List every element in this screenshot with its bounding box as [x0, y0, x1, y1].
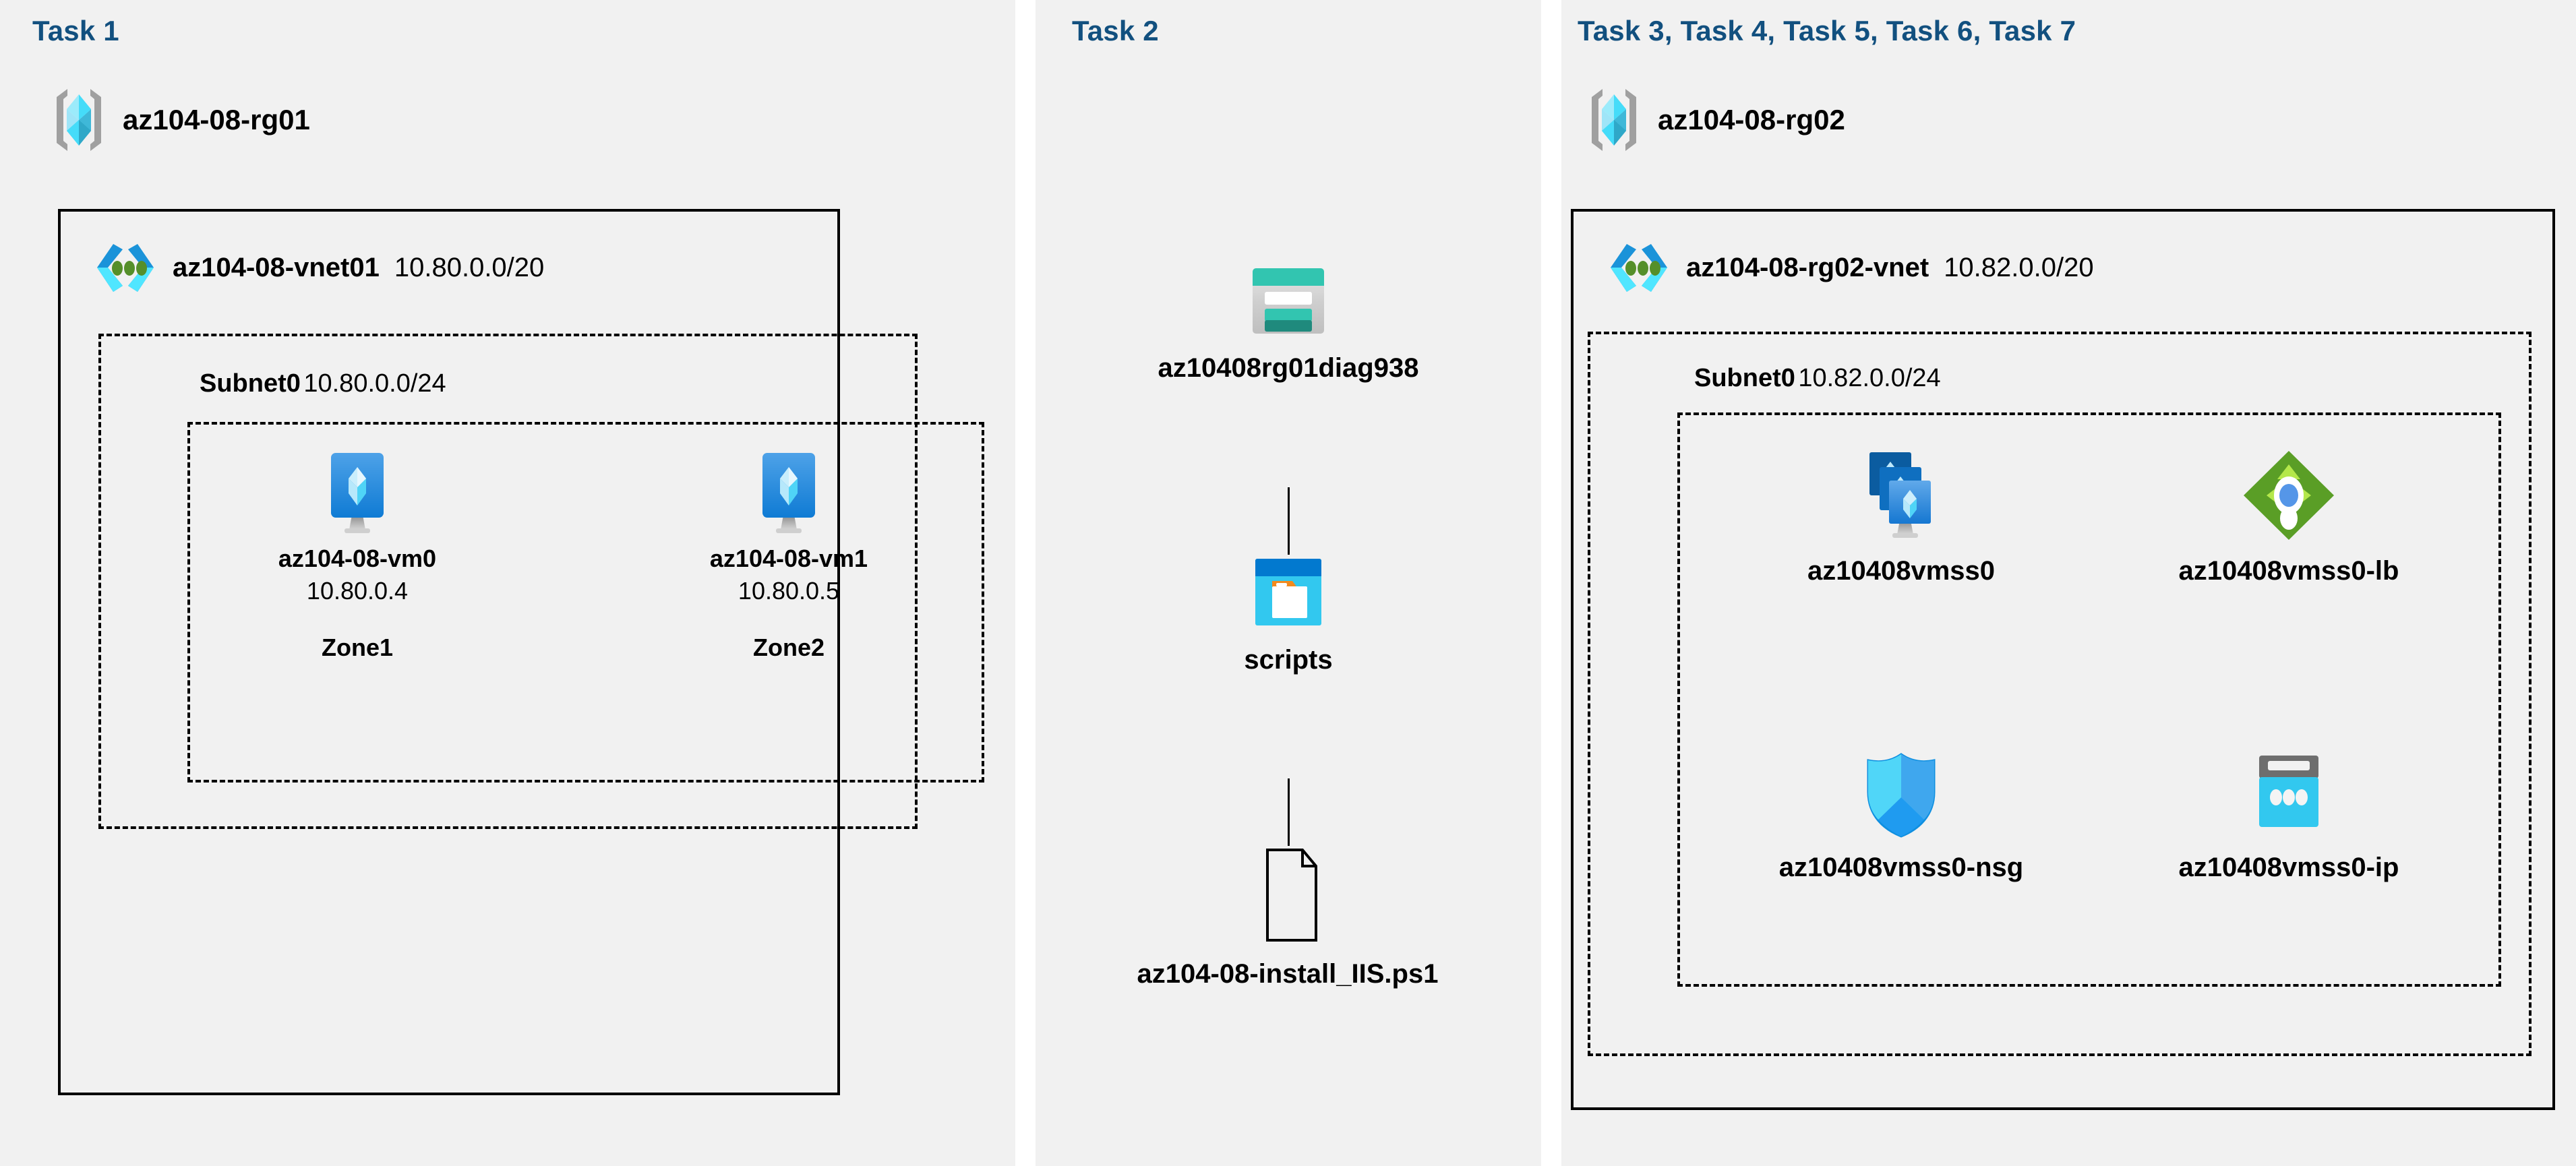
storage-account-icon: [1247, 263, 1330, 338]
task1-vnet-name: az104-08-vnet01: [173, 252, 380, 282]
task1-vm-group-box: [187, 422, 984, 783]
task3-7-subnet-header: Subnet0 10.82.0.0/24: [1694, 364, 1941, 393]
network-security-group-icon: [1859, 751, 1944, 839]
task3-7-resource-group: az104-08-rg02: [1588, 86, 1845, 154]
virtual-network-icon: [93, 241, 158, 294]
task1-subnet-box: [98, 334, 918, 829]
vm-node-0-ip: 10.80.0.4: [306, 577, 409, 605]
task1-subnet-cidr: 10.80.0.0/24: [303, 369, 446, 398]
resource-group-icon: [1588, 86, 1640, 154]
task1-resource-group: az104-08-rg01: [53, 86, 310, 154]
task1-vnet-box: [58, 209, 840, 1095]
task3-7-subnet-box: [1588, 332, 2532, 1056]
task1-subnet-header: Subnet0 10.80.0.0/24: [200, 369, 446, 398]
resource-group-icon: [53, 86, 105, 154]
task1-vnet-cidr: 10.80.0.0/20: [394, 252, 545, 282]
vmss-node: az10408vmss0: [1760, 448, 2043, 586]
vmss-node-label: az10408vmss0: [1807, 556, 1996, 586]
load-balancer-icon: [2240, 448, 2338, 543]
blob-container-icon: [1247, 555, 1330, 630]
task1-vnet-header: az104-08-vnet01 10.80.0.0/20: [93, 241, 544, 294]
vm-node-1: az104-08-vm1 10.80.0.5 Zone2: [681, 450, 897, 662]
vm-node-0-name: az104-08-vm0: [278, 545, 437, 572]
virtual-machine-icon: [316, 450, 398, 535]
load-balancer-node: az10408vmss0-lb: [2140, 448, 2437, 586]
vm-node-1-ip: 10.80.0.5: [738, 577, 840, 605]
task3-7-vnet-box: [1571, 209, 2555, 1110]
vm-scale-set-icon: [1854, 448, 1948, 543]
task1-title: Task 1: [32, 15, 119, 47]
storage-account-label: az10408rg01diag938: [1158, 353, 1419, 383]
public-ip-node-label: az10408vmss0-ip: [2178, 853, 2399, 882]
task1-resource-group-label: az104-08-rg01: [123, 104, 310, 135]
blob-container-label: scripts: [1244, 645, 1333, 675]
task3-7-resource-group-label: az104-08-rg02: [1658, 104, 1845, 135]
public-ip-address-icon: [2246, 751, 2331, 839]
nsg-node: az10408vmss0-nsg: [1760, 751, 2043, 883]
file-label: az104-08-install_IIS.ps1: [1137, 959, 1439, 989]
task3-7-resource-group-box: [1677, 412, 2501, 987]
task2-title: Task 2: [1072, 15, 1159, 47]
vm-node-0: az104-08-vm0 10.80.0.4 Zone1: [249, 450, 465, 662]
public-ip-node: az10408vmss0-ip: [2140, 751, 2437, 883]
vm-node-1-zone: Zone2: [752, 634, 825, 661]
vm-node-0-zone: Zone1: [321, 634, 393, 661]
task3-7-title: Task 3, Task 4, Task 5, Task 6, Task 7: [1578, 15, 2076, 47]
task3-7-subnet-cidr: 10.82.0.0/24: [1798, 364, 1941, 392]
virtual-network-icon: [1607, 241, 1671, 294]
virtual-machine-icon: [748, 450, 830, 535]
file-icon: [1242, 846, 1334, 944]
panel-task3-7: [1561, 0, 2576, 1166]
panel-task1: [0, 0, 1015, 1166]
storage-account-node: az10408rg01diag938: [1133, 263, 1443, 383]
load-balancer-node-label: az10408vmss0-lb: [2178, 556, 2399, 586]
task3-7-vnet-name: az104-08-rg02-vnet: [1686, 252, 1929, 282]
vm-node-1-name: az104-08-vm1: [709, 545, 868, 572]
connector-storage-to-scripts: [1288, 487, 1290, 555]
task3-7-vnet-cidr: 10.82.0.0/20: [1944, 252, 2094, 282]
connector-scripts-to-file: [1288, 778, 1290, 846]
file-node: az104-08-install_IIS.ps1: [1112, 846, 1463, 989]
task3-7-subnet-name: Subnet0: [1694, 364, 1795, 392]
task3-7-vnet-header: az104-08-rg02-vnet 10.82.0.0/20: [1607, 241, 2094, 294]
task1-subnet-name: Subnet0: [200, 369, 301, 398]
nsg-node-label: az10408vmss0-nsg: [1778, 853, 2024, 882]
blob-container-node: scripts: [1133, 555, 1443, 675]
